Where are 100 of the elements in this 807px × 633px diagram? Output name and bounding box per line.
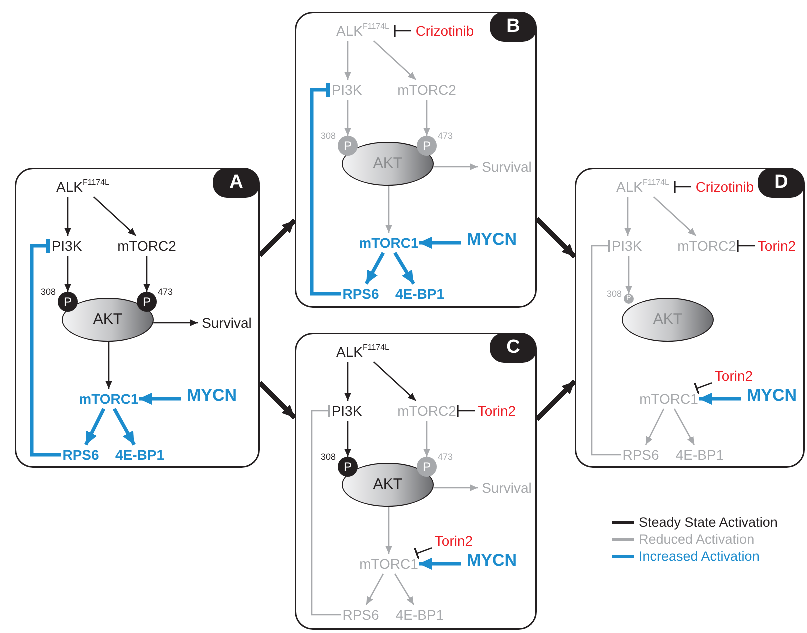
phospho-circle: P xyxy=(417,457,437,477)
protein-label: ALK$^{F1174L}$ xyxy=(332,21,394,41)
drug-label: Torin2 xyxy=(475,401,519,421)
protein-label: MYCN xyxy=(461,551,523,575)
protein-label: MYCN xyxy=(741,386,803,410)
residue-number: 308 xyxy=(321,131,336,141)
panel-badge: A xyxy=(213,168,260,198)
protein-label: RPS6 xyxy=(341,605,381,625)
protein-label: Survival xyxy=(478,157,536,177)
activation-arrow xyxy=(434,164,478,170)
protein-ellipse: AKT xyxy=(622,298,714,342)
panel-badge: D xyxy=(758,168,805,198)
protein-label: mTORC2 xyxy=(397,401,457,421)
activation-arrow xyxy=(344,362,352,401)
activation-arrow xyxy=(624,197,632,236)
protein-label: Survival xyxy=(198,313,256,333)
drug-label: Torin2 xyxy=(712,366,756,384)
activation-arrow xyxy=(386,507,392,554)
protein-label: mTORC2 xyxy=(677,236,737,256)
panel-card xyxy=(295,12,537,308)
activation-arrow xyxy=(645,408,665,446)
activation-arrow xyxy=(154,320,198,326)
protein-label: PI3K xyxy=(50,236,84,256)
phospho-circle: P xyxy=(58,292,78,312)
inhibition-line xyxy=(394,24,411,38)
protein-label: RPS6 xyxy=(621,445,661,465)
activation-arrow xyxy=(394,252,416,285)
inhibition-line xyxy=(674,180,691,194)
activation-arrow xyxy=(93,196,137,236)
activation-arrow xyxy=(653,196,697,236)
drug-label: Torin2 xyxy=(755,236,799,256)
phospho-circle: P xyxy=(417,136,437,156)
activation-arrow xyxy=(84,408,106,446)
protein-label: PI3K xyxy=(330,80,364,100)
protein-label: 4E-BP1 xyxy=(672,445,728,465)
activation-arrow xyxy=(434,484,478,492)
inhibition-line xyxy=(311,404,341,616)
inhibition-line xyxy=(737,239,755,253)
activation-arrow xyxy=(144,256,150,292)
transition-arrow xyxy=(258,218,297,258)
drug-label: Crizotinib xyxy=(411,21,479,41)
protein-label: MYCN xyxy=(181,386,243,410)
phospho-circle: P xyxy=(137,292,157,312)
protein-label: ALK$^{F1174L}$ xyxy=(52,177,114,197)
panel-badge: C xyxy=(490,333,537,363)
protein-label: mTORC1 xyxy=(359,554,419,574)
activation-arrow xyxy=(344,41,352,80)
inhibition-line xyxy=(457,404,475,418)
residue-number: 308 xyxy=(321,452,336,462)
protein-label: 4E-BP1 xyxy=(392,284,448,304)
activation-arrow xyxy=(699,393,741,405)
inhibition-line xyxy=(414,547,432,560)
protein-label: mTORC2 xyxy=(117,236,177,256)
protein-label: RPS6 xyxy=(341,284,381,304)
transition-arrow xyxy=(535,380,577,422)
activation-arrow xyxy=(419,237,461,249)
activation-arrow xyxy=(64,197,72,236)
protein-label: mTORC1 xyxy=(79,389,139,409)
activation-arrow xyxy=(674,408,696,446)
protein-label: 4E-BP1 xyxy=(112,445,168,465)
activation-arrow xyxy=(344,100,352,136)
activation-arrow xyxy=(366,574,384,606)
protein-label: MYCN xyxy=(461,230,523,254)
protein-label: ALK$^{F1174L}$ xyxy=(332,342,394,362)
activation-arrow xyxy=(424,421,430,457)
activation-arrow xyxy=(344,421,352,457)
protein-label: PI3K xyxy=(330,401,364,421)
activation-arrow xyxy=(113,408,136,446)
legend-label: Reduced Activation xyxy=(639,532,755,547)
protein-label: mTORC1 xyxy=(359,233,419,253)
drug-label: Crizotinib xyxy=(691,177,759,197)
activation-arrow xyxy=(373,362,417,402)
legend-label: Steady State Activation xyxy=(639,515,778,530)
legend-label: Increased Activation xyxy=(639,549,760,564)
activation-arrow xyxy=(64,256,72,292)
drug-label: Torin2 xyxy=(432,531,476,549)
protein-label: ALK$^{F1174L}$ xyxy=(612,177,674,197)
phospho-circle: P xyxy=(338,136,358,156)
protein-label: RPS6 xyxy=(61,445,101,465)
inhibition-line xyxy=(310,81,341,296)
panel-card xyxy=(295,333,537,630)
activation-arrow xyxy=(626,256,632,294)
panel-card xyxy=(575,168,805,468)
protein-label: mTORC1 xyxy=(639,389,699,409)
activation-arrow xyxy=(424,100,430,136)
transition-arrow xyxy=(258,381,297,420)
protein-label: 4E-BP1 xyxy=(392,605,448,625)
panel-badge: B xyxy=(490,12,537,42)
activation-arrow xyxy=(106,342,112,389)
activation-arrow xyxy=(373,40,417,80)
residue-number: 308 xyxy=(41,287,56,297)
activation-arrow xyxy=(386,186,392,233)
protein-label: PI3K xyxy=(610,236,644,256)
residue-number: 473 xyxy=(158,287,174,297)
activation-arrow xyxy=(364,252,386,285)
activation-arrow xyxy=(419,558,461,570)
transition-arrow xyxy=(535,217,577,259)
activation-arrow xyxy=(394,574,414,606)
protein-label: mTORC2 xyxy=(397,80,457,100)
panel-card xyxy=(15,168,260,468)
